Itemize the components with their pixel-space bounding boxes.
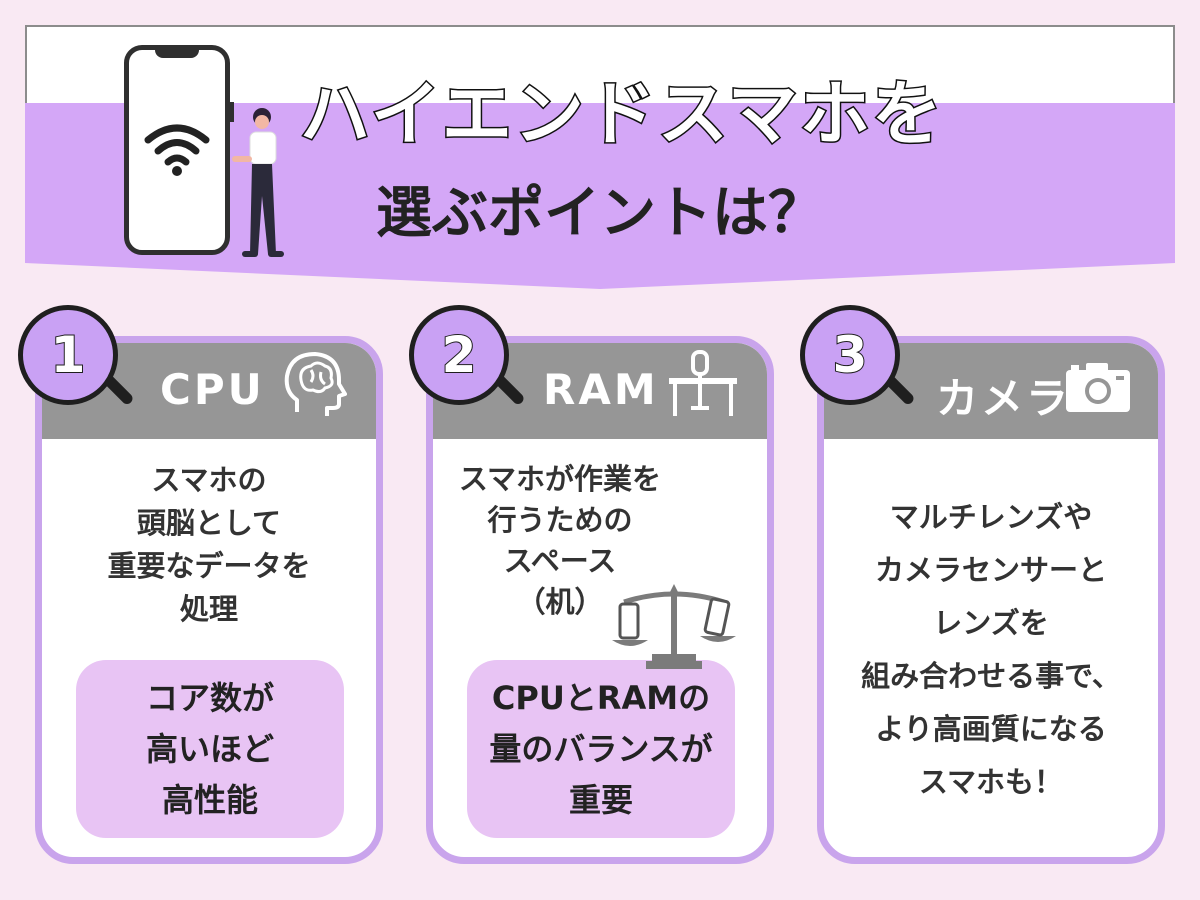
point-card-ram: RAM スマホが作業を 行うための スペース （机） CPUとRAMの 量のバラ… xyxy=(426,336,774,864)
card-title: RAM xyxy=(543,365,659,414)
card-description: マルチレンズや カメラセンサーと レンズを 組み合わせる事で、 より高画質になる… xyxy=(861,500,1121,799)
card-description: スマホが作業を 行うための スペース （机） xyxy=(458,462,662,619)
title-line-1: ハイエンドスマホを xyxy=(299,72,944,157)
card-description: スマホの 頭脳として 重要なデータを 処理 xyxy=(107,463,311,626)
woman-illustration xyxy=(232,108,284,257)
badge-number-1: 1 xyxy=(18,305,118,405)
title-line-2: 選ぶポイントは？ xyxy=(376,181,824,246)
card-title: カメラ xyxy=(936,374,1072,423)
brain-head-icon xyxy=(284,352,347,416)
desk-chair-icon xyxy=(669,350,737,416)
balance-scale-icon xyxy=(612,584,736,669)
smartphone-illustration xyxy=(124,45,234,255)
badge-number-2: 2 xyxy=(409,305,509,405)
highlight-box: CPUとRAMの 量のバランスが 重要 xyxy=(467,660,735,838)
card-title: CPU xyxy=(160,365,265,414)
camera-icon xyxy=(1066,363,1130,412)
highlight-box: コア数が 高いほど 高性能 xyxy=(76,660,344,838)
point-card-camera: カメラ マルチレンズや カメラセンサーと レンズを 組み合わせる事で、 より高画… xyxy=(817,336,1165,864)
point-card-cpu: CPU スマホの 頭脳として 重要なデータを 処理 コア数が 高いほど 高性能 xyxy=(35,336,383,864)
header-band xyxy=(25,103,1175,289)
badge-number-3: 3 xyxy=(800,305,900,405)
wifi-icon xyxy=(144,124,210,176)
